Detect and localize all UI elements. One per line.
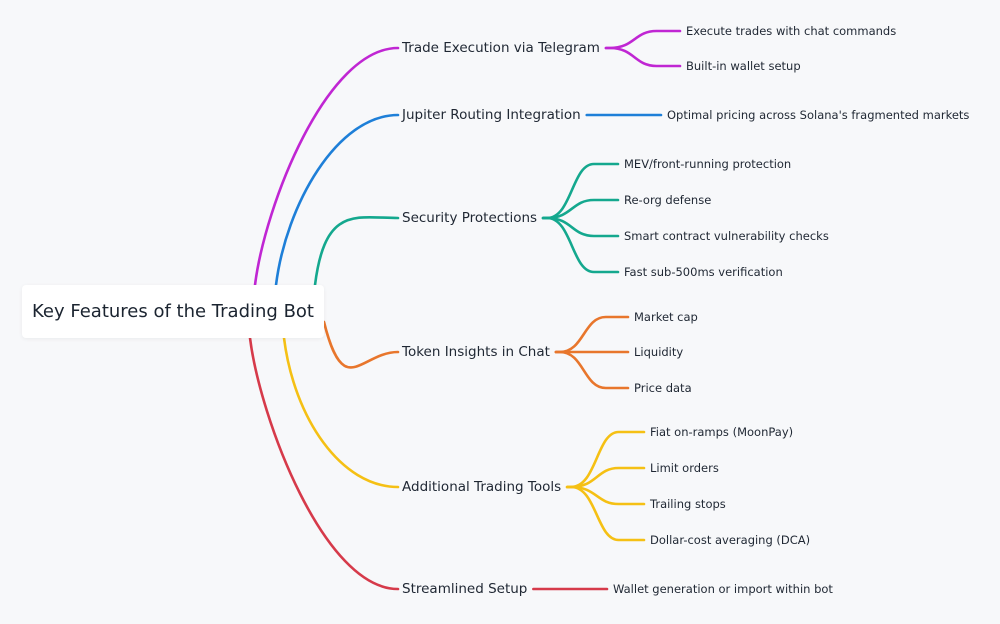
- leaf-edge: [554, 315, 630, 354]
- root-edge: [282, 336, 400, 489]
- leaf-node[interactable]: Limit orders: [650, 461, 719, 475]
- leaf-node[interactable]: Wallet generation or import within bot: [613, 582, 833, 596]
- leaf-node[interactable]: Optimal pricing across Solana's fragment…: [667, 108, 970, 122]
- branch-node[interactable]: Trade Execution via Telegram: [402, 40, 600, 56]
- leaf-edge: [565, 485, 646, 542]
- leaf-edge: [541, 216, 620, 274]
- leaf-node[interactable]: Fast sub-500ms verification: [624, 265, 783, 279]
- leaf-node[interactable]: Built-in wallet setup: [686, 59, 801, 73]
- root-edge: [248, 336, 400, 591]
- root-label: Key Features of the Trading Bot: [32, 301, 314, 322]
- leaf-node[interactable]: Re-org defense: [624, 193, 712, 207]
- root-edge: [253, 46, 400, 287]
- leaf-node[interactable]: MEV/front-running protection: [624, 157, 792, 171]
- leaf-edge: [565, 430, 646, 489]
- branch-node[interactable]: Additional Trading Tools: [402, 479, 562, 495]
- root-node[interactable]: Key Features of the Trading Bot: [22, 285, 324, 338]
- branch-node[interactable]: Jupiter Routing Integration: [402, 107, 581, 123]
- branch-node[interactable]: Token Insights in Chat: [402, 344, 550, 360]
- leaf-node[interactable]: Trailing stops: [650, 497, 726, 511]
- leaf-node[interactable]: Smart contract vulnerability checks: [624, 229, 829, 243]
- branch-node[interactable]: Security Protections: [402, 210, 538, 226]
- branch-node[interactable]: Streamlined Setup: [402, 581, 528, 597]
- leaf-node[interactable]: Dollar-cost averaging (DCA): [650, 533, 811, 547]
- root-edge: [313, 215, 400, 287]
- leaf-node[interactable]: Price data: [634, 381, 692, 395]
- leaf-node[interactable]: Execute trades with chat commands: [686, 24, 897, 38]
- leaf-node[interactable]: Market cap: [634, 310, 698, 324]
- leaf-node[interactable]: Liquidity: [634, 345, 684, 359]
- root-edge: [274, 113, 400, 287]
- leaf-edge: [604, 46, 682, 68]
- leaf-edge: [604, 29, 682, 50]
- leaf-edge: [541, 162, 620, 220]
- leaf-node[interactable]: Fiat on-ramps (MoonPay): [650, 425, 794, 439]
- leaf-edge: [554, 350, 630, 390]
- root-edge: [322, 320, 400, 369]
